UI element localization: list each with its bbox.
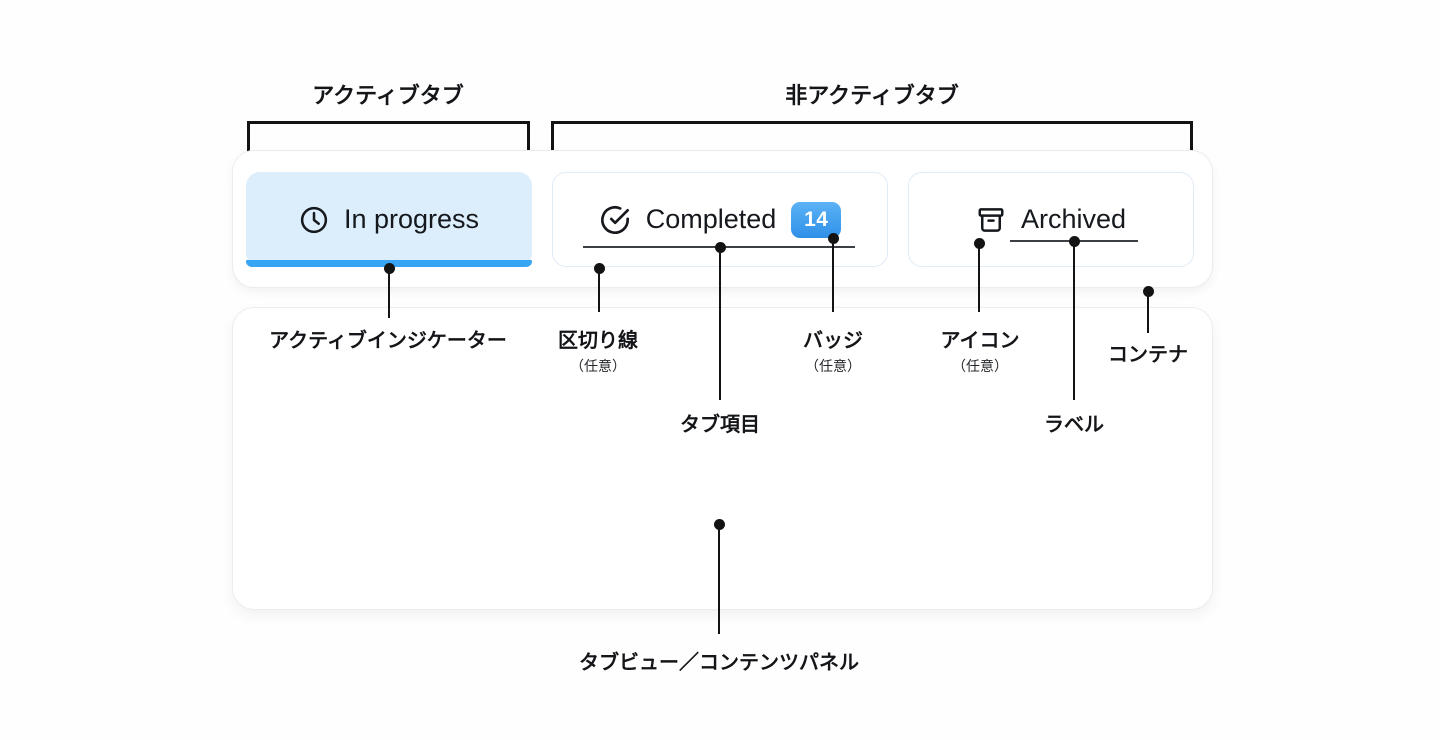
annotation-badge: バッジ （任意） [803, 324, 863, 376]
annotation-label: ラベル [1044, 414, 1104, 436]
annotation-divider: 区切り線 （任意） [558, 324, 638, 376]
annotation-panel: タブビュー／コンテンツパネル [579, 652, 859, 674]
annotation-container: コンテナ [1108, 344, 1188, 366]
tab-label: In progress [343, 204, 480, 234]
tab-in-progress[interactable]: In progress [246, 172, 532, 267]
annotation-divider-note: （任意） [570, 358, 626, 374]
bracket-active-tab [247, 121, 530, 161]
annotation-badge-note: （任意） [805, 358, 861, 374]
tab-view-content-panel [232, 307, 1213, 610]
check-circle-icon [599, 204, 631, 236]
group-label-inactive-tab: 非アクティブタブ [785, 83, 959, 108]
annotation-icon-note: （任意） [952, 358, 1008, 374]
annotation-icon: アイコン （任意） [941, 324, 1020, 376]
tab-archived[interactable]: Archived [908, 172, 1194, 267]
group-label-active-tab: アクティブタブ [312, 83, 464, 108]
count-badge: 14 [791, 201, 842, 238]
annotation-tab-item: タブ項目 [680, 414, 760, 436]
annotation-badge-text: バッジ [803, 330, 863, 352]
tab-label: Completed [645, 204, 777, 234]
annotation-icon-text: アイコン [940, 330, 1020, 352]
tab-label: Archived [1020, 204, 1127, 234]
clock-icon [299, 205, 329, 235]
archive-icon [976, 205, 1006, 235]
bracket-inactive-tabs [551, 121, 1193, 161]
annotation-divider-text: 区切り線 [558, 330, 638, 352]
annotation-active-indicator: アクティブインジケーター [269, 330, 507, 352]
